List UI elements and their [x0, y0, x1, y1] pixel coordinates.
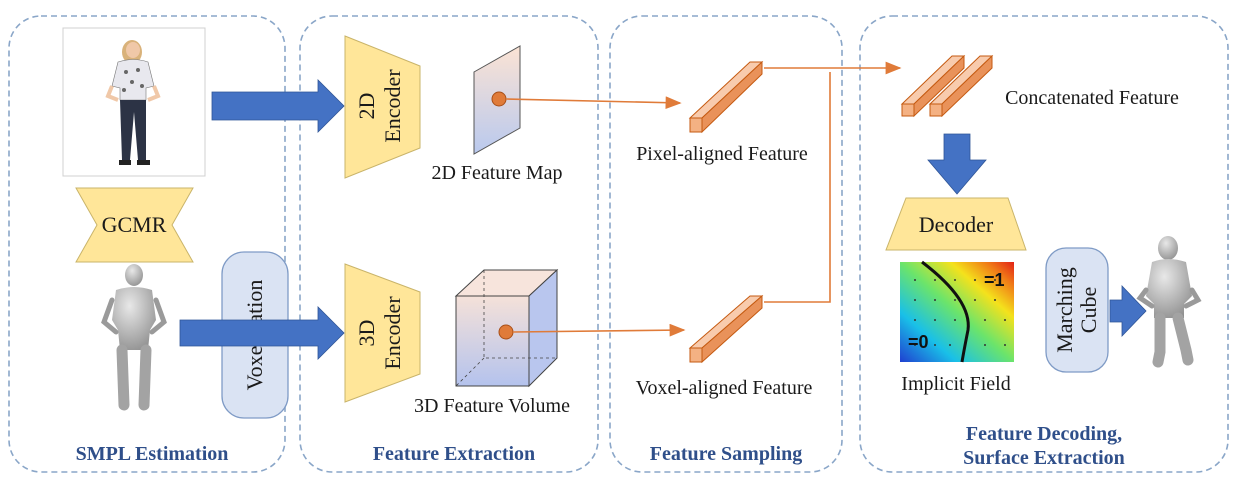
panel-smpl-estimation — [8, 15, 286, 473]
concatenated-feature-bars — [900, 54, 994, 118]
voxel-aligned-label: Voxel-aligned Feature — [636, 377, 813, 399]
marching-cube-block: Marching Cube — [1045, 247, 1109, 373]
input-photo — [62, 27, 206, 177]
feature-map-point — [491, 91, 507, 107]
panel-feature-decoding — [859, 15, 1229, 473]
encoder-2d-block: 2D Encoder — [344, 35, 421, 179]
panel-feature-sampling — [609, 15, 843, 473]
implicit-field-heatmap: =1 =0 — [900, 260, 1014, 363]
gcmr-label: GCMR — [102, 212, 167, 237]
panel-title-smpl: SMPL Estimation — [76, 443, 229, 465]
feature-map-2d — [473, 45, 521, 155]
pixel-aligned-label: Pixel-aligned Feature — [636, 143, 808, 165]
gcmr-block: GCMR — [75, 187, 194, 263]
encoder-2d-line1: 2D — [354, 93, 379, 120]
encoder-3d-line1: 3D — [354, 320, 379, 347]
encoder-3d-line2: Encoder — [380, 296, 405, 370]
panel-feature-extraction — [299, 15, 599, 473]
arrow-marching-to-mesh — [1109, 285, 1147, 337]
decoder-label: Decoder — [919, 212, 994, 237]
marching-cube-line2: Cube — [1076, 287, 1101, 333]
arrow-voxel-to-encoder3d — [179, 306, 345, 360]
line-voxel-to-concat — [764, 72, 831, 303]
marching-cube-line1: Marching — [1052, 267, 1077, 353]
arrow-concat-to-decoder — [927, 133, 987, 195]
feature-volume-3d-label: 3D Feature Volume — [414, 395, 570, 417]
panel-title-sampling: Feature Sampling — [650, 443, 802, 465]
feature-volume-point — [498, 324, 514, 340]
panel-title-decoding-line1: Feature Decoding, — [966, 423, 1122, 445]
voxel-aligned-feature-bar — [688, 294, 764, 364]
smpl-body-mesh — [101, 264, 167, 411]
line-map-to-pixel-feature — [505, 96, 682, 110]
pixel-aligned-feature-bar — [688, 60, 764, 134]
arrow-photo-to-encoder2d — [211, 79, 345, 133]
reconstructed-mesh — [1136, 236, 1202, 368]
concatenated-label: Concatenated Feature — [1005, 87, 1179, 109]
feature-map-2d-label: 2D Feature Map — [431, 162, 562, 184]
field-zero-label: =0 — [908, 332, 929, 352]
field-one-label: =1 — [984, 270, 1005, 290]
implicit-field-label: Implicit Field — [901, 373, 1010, 395]
encoder-2d-line2: Encoder — [380, 69, 405, 143]
panel-title-decoding-line2: Surface Extraction — [963, 447, 1125, 469]
panel-title-extraction: Feature Extraction — [373, 443, 535, 465]
feature-volume-3d — [454, 268, 559, 388]
encoder-3d-block: 3D Encoder — [344, 263, 421, 403]
line-volume-to-voxel-feature — [512, 323, 686, 337]
decoder-block: Decoder — [885, 197, 1027, 251]
